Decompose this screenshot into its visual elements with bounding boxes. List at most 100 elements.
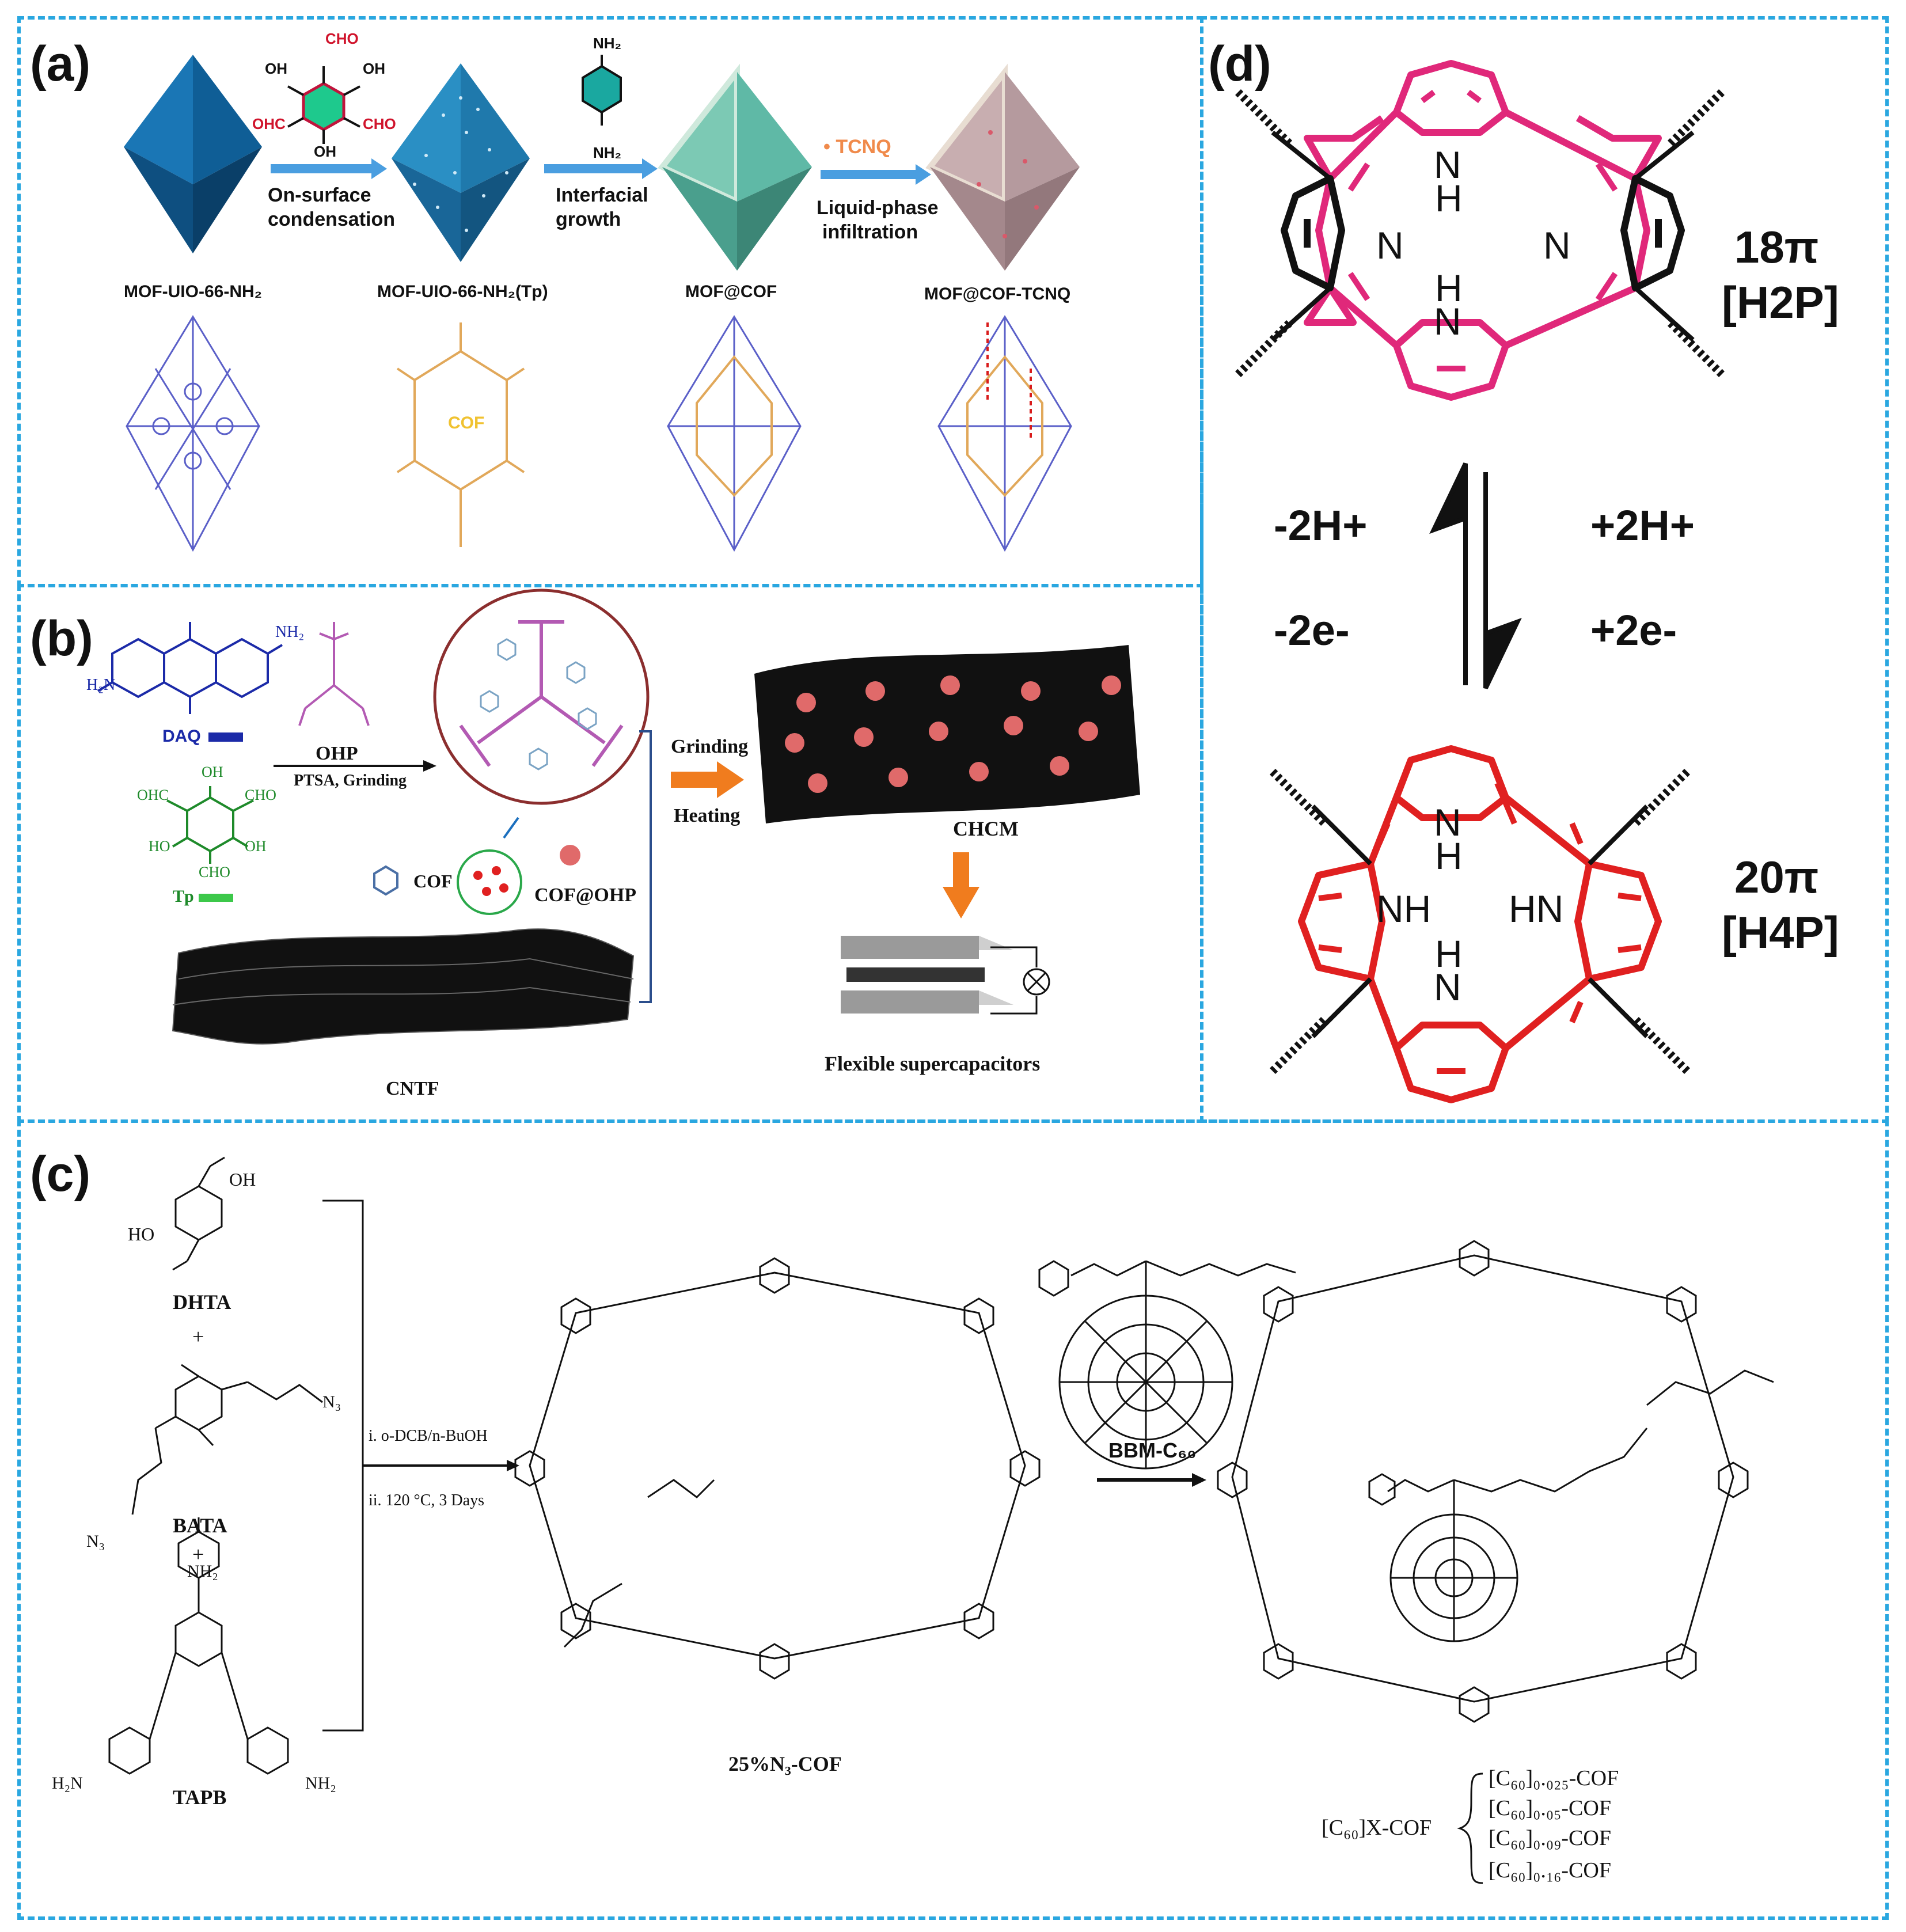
variant-1: [C₆₀]₀.₀₂₅-COF — [1489, 1766, 1619, 1790]
variant-2: [C₆₀]₀.₀₅-COF — [1489, 1796, 1611, 1820]
tp-b-cho-right: CHO — [245, 787, 276, 803]
cof-framework — [396, 322, 525, 547]
amine-nh2-top: NH₂ — [593, 35, 622, 52]
octahedron-mof — [124, 55, 262, 253]
material-label-1: MOF-UIO-66-NH₂ — [124, 282, 262, 301]
daq-legend-bar — [208, 732, 243, 742]
tp-ohc-left: OHC — [252, 115, 286, 132]
dhta-molecule — [172, 1156, 225, 1271]
tapb-h2n: H₂N — [52, 1774, 83, 1793]
mof-framework-1 — [126, 315, 260, 552]
tp-molecule — [287, 66, 360, 144]
grinding-label: Grinding — [671, 736, 749, 757]
dhta-oh: OH — [229, 1169, 256, 1190]
reaction-arrow-1 — [363, 1460, 519, 1471]
octahedron-mof-cof-tcnq — [925, 63, 1080, 271]
bata-label: BATA — [173, 1514, 227, 1537]
bata-molecule — [131, 1364, 323, 1515]
tp-cho-top: CHO — [325, 30, 359, 47]
ohp-molecule — [298, 622, 370, 726]
h2p-n-left: N — [1376, 224, 1404, 267]
material-label-3: MOF@COF — [685, 282, 777, 301]
cof-callout-arrow — [503, 817, 519, 839]
condition-1: i. o-DCB/n-BuOH — [369, 1427, 488, 1445]
h4p-h-bottom: H — [1435, 932, 1463, 975]
reaction-arrow-2 — [1097, 1473, 1206, 1487]
h4p-n-bottom: N — [1434, 966, 1461, 1008]
tp-b-cho-bottom: CHO — [199, 864, 230, 880]
bracket — [639, 730, 652, 1003]
step-arrow-1 — [271, 158, 387, 179]
dhta-label: DHTA — [173, 1290, 231, 1314]
mof-cof-framework — [667, 315, 802, 552]
tp-b-ohc: OHC — [137, 787, 169, 803]
daq-label: DAQ — [162, 727, 201, 746]
amine-molecule — [582, 55, 622, 126]
c60-cof-framework — [1217, 1240, 1774, 1884]
tp-oh-left: OH — [265, 60, 287, 77]
n3-cof-framework — [514, 1257, 1041, 1680]
h2p-pi-count: 18π — [1734, 222, 1819, 272]
cntf-sheet — [172, 928, 635, 1045]
h4p-pi-count: 20π — [1734, 852, 1819, 902]
h2p-n-top: N — [1434, 143, 1461, 186]
plus-2: + — [192, 1543, 204, 1566]
panel-c-frame — [17, 1119, 1889, 1920]
plus-2h-label: +2H+ — [1590, 502, 1695, 549]
bata-n3-top: N₃ — [322, 1392, 341, 1411]
h2p-n-bottom: N — [1434, 300, 1461, 343]
grinding-arrow — [671, 761, 744, 798]
cof-ohp-circle — [433, 589, 650, 805]
panel-b-label: (b) — [30, 611, 93, 666]
tp-oh-bottom: OH — [314, 143, 336, 160]
step-3-line-2: infiltration — [822, 221, 918, 243]
cof-tag: COF — [448, 413, 485, 432]
h4p-porphyrin — [1270, 745, 1690, 1103]
daq-nh2: NH₂ — [275, 623, 305, 641]
step-1-line-1: On-surface — [268, 184, 371, 206]
h2p-name: [H2P] — [1722, 277, 1839, 328]
panel-a-label: (a) — [30, 36, 91, 92]
tapb-label: TAPB — [173, 1786, 227, 1809]
minus-2h-label: -2H+ — [1274, 502, 1368, 549]
variant-3: [C₆₀]₀.₀₉-COF — [1489, 1826, 1611, 1850]
tcnq-label: • TCNQ — [823, 136, 891, 158]
daq-molecule — [97, 622, 283, 714]
h2p-h-top: H — [1435, 177, 1463, 219]
dhta-ho: HO — [128, 1224, 155, 1244]
plus-2e-label: +2e- — [1590, 606, 1677, 654]
material-label-4: MOF@COF-TCNQ — [924, 284, 1071, 303]
h4p-hn-right: HN — [1509, 887, 1564, 930]
n3-cof-label: 25%N₃-COF — [728, 1752, 842, 1775]
h4p-h-top: H — [1435, 834, 1463, 877]
ohp-arrow — [274, 760, 436, 772]
panel-c-label: (c) — [30, 1147, 91, 1202]
variant-4: [C₆₀]₀.₁₆-COF — [1489, 1858, 1611, 1882]
tp-b-oh: OH — [245, 838, 267, 855]
device-arrow — [943, 852, 979, 918]
supercapacitor-device — [841, 936, 1050, 1015]
step-3-line-1: Liquid-phase — [817, 197, 939, 219]
chcm-label: CHCM — [953, 817, 1019, 840]
cof-ohp-legend-icon — [457, 849, 522, 915]
bbm-c60-molecule — [1038, 1260, 1296, 1470]
material-label-2: MOF-UIO-66-NH₂(Tp) — [377, 282, 548, 301]
plus-1: + — [192, 1325, 204, 1348]
cof-legend-icon — [373, 865, 398, 896]
step-2-line-2: growth — [556, 208, 621, 230]
tp-b-ho: HO — [149, 838, 170, 855]
h2p-porphyrin — [1235, 60, 1725, 401]
octahedron-mof-tp — [392, 63, 530, 262]
h4p-nh-left: NH — [1376, 887, 1432, 930]
equilibrium-arrows — [1429, 462, 1522, 689]
chcm-stack — [754, 645, 1140, 823]
cntf-label: CNTF — [386, 1078, 439, 1099]
tp-legend-bar — [199, 894, 233, 902]
cof-ohp-legend-label: COF@OHP — [534, 885, 637, 906]
step-2-line-1: Interfacial — [556, 184, 648, 206]
daq-h2n: H₂N — [86, 676, 116, 694]
heating-label: Heating — [674, 805, 741, 826]
